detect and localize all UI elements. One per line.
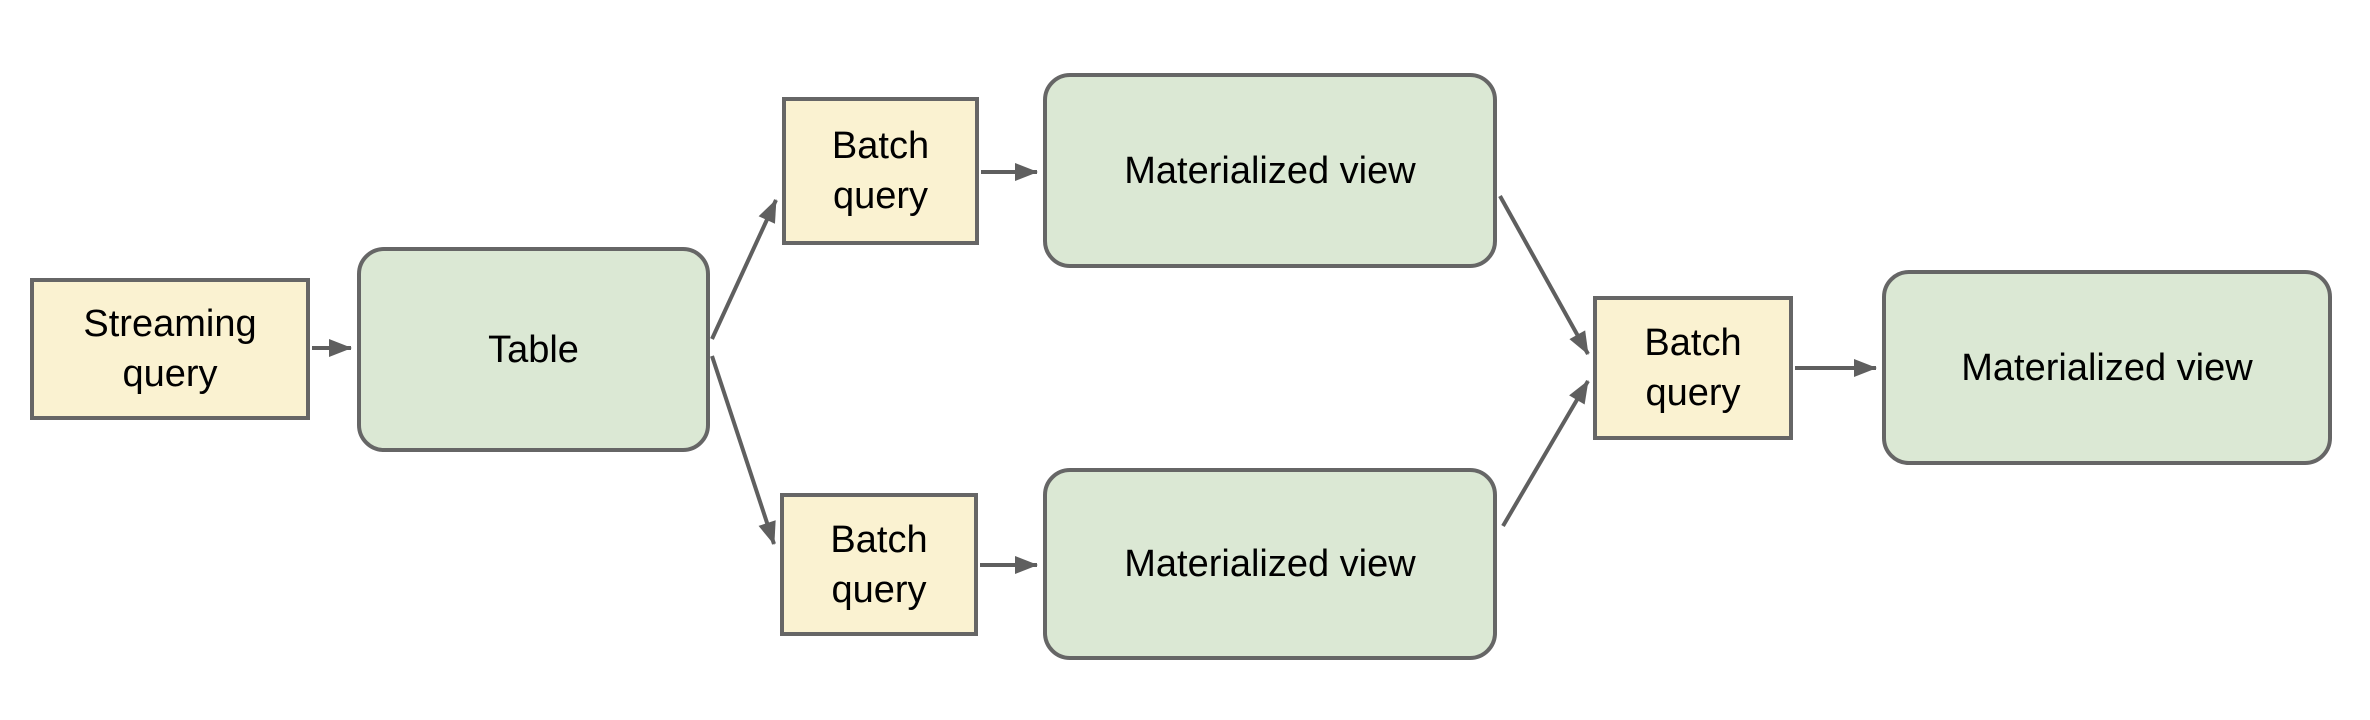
node-streaming-query: Streaming query	[30, 278, 310, 420]
node-table-label: Table	[488, 328, 579, 371]
node-batch-query-bottom-label: Batch query	[830, 518, 928, 611]
node-materialized-view-top-label: Materialized view	[1124, 149, 1416, 192]
node-batch-query-right: Batch query	[1593, 296, 1793, 440]
node-batch-query-top: Batch query	[782, 97, 979, 245]
node-batch-query-bottom: Batch query	[780, 493, 978, 636]
node-materialized-view-top: Materialized view	[1043, 73, 1497, 268]
node-batch-query-top-label: Batch query	[831, 125, 930, 217]
node-materialized-view-right: Materialized view	[1882, 270, 2332, 465]
node-table: Table	[357, 247, 710, 452]
node-batch-query-right-label: Batch query	[1644, 322, 1742, 414]
node-materialized-view-right-label: Materialized view	[1961, 346, 2253, 389]
node-materialized-view-bottom: Materialized view	[1043, 468, 1497, 660]
edge-materialized-view-bottom-to-batch-query-right	[1501, 379, 1590, 528]
node-streaming-query-label: Streaming query	[83, 303, 257, 395]
edge-table-to-batch-query-bottom	[710, 355, 776, 545]
edge-materialized-view-top-to-batch-query-right	[1498, 195, 1590, 355]
edge-table-to-batch-query-top	[710, 199, 778, 340]
node-materialized-view-bottom-label: Materialized view	[1124, 543, 1416, 585]
